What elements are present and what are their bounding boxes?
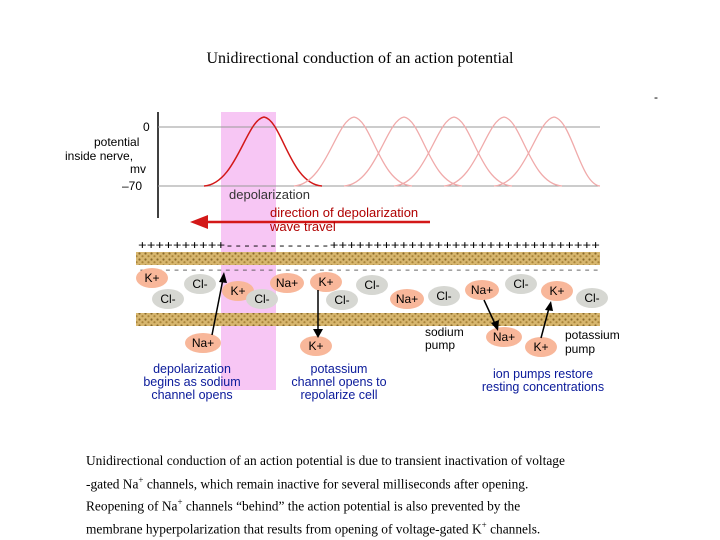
axis-zero-label: 0 xyxy=(143,120,150,134)
caption-line-4b: channels. xyxy=(486,521,541,537)
ion-na-outside-oval-1 xyxy=(185,333,221,353)
axis-label-line2: inside nerve, xyxy=(65,149,133,163)
ion-cl-label-6: Cl- xyxy=(436,289,451,303)
ion-cl-label-3: Cl- xyxy=(254,292,269,306)
caption-sup-1: + xyxy=(138,474,144,485)
ion-cl-label-1: Cl- xyxy=(192,277,207,291)
potassium-pump-arrow-shaft xyxy=(540,307,550,339)
ion-k-label-1: K+ xyxy=(144,271,159,285)
caption-line-2a: -gated Na xyxy=(86,475,139,491)
axis-label-line1: potential xyxy=(94,135,139,149)
potassium-pump-label-line1: potassium xyxy=(565,328,620,342)
ion-cl-oval-8 xyxy=(576,288,608,308)
note-depolarization-line1: depolarization xyxy=(153,362,231,376)
ion-k-outside-oval-2 xyxy=(525,337,557,357)
ion-cl-label-5: Cl- xyxy=(364,278,379,292)
caption-line-3b: channels “behind” the action potential i… xyxy=(182,498,521,514)
potassium-channel-arrowhead xyxy=(313,329,323,338)
ion-cl-label-7: Cl- xyxy=(513,277,528,291)
note-depolarization-line3: channel opens xyxy=(151,388,232,402)
ion-k-oval-2 xyxy=(222,281,254,301)
note-potassium-line3: repolarize cell xyxy=(300,388,377,402)
ion-cl-oval-3 xyxy=(246,289,278,309)
note-potassium-line1: potassium xyxy=(311,362,368,376)
action-potential-spike-ghost-1 xyxy=(293,116,413,187)
sodium-pump-label-line1: sodium xyxy=(425,325,464,339)
action-potential-spike-ghost-5 xyxy=(493,116,601,187)
ion-k-outside-label-2: K+ xyxy=(533,340,548,354)
ion-cl-oval-1 xyxy=(184,274,216,294)
caption-paragraph: Unidirectional conduction of an action p… xyxy=(86,452,686,539)
ion-k-label-4: K+ xyxy=(549,284,564,298)
ion-na-outside-label-2: Na+ xyxy=(493,330,515,344)
ion-na-label-1: Na+ xyxy=(276,276,298,290)
depolarization-zone xyxy=(221,112,276,390)
note-ion-pumps-line2: resting concentrations xyxy=(482,380,604,394)
membrane-top-bilayer xyxy=(136,252,600,265)
ion-na-oval-1 xyxy=(270,273,304,293)
note-depolarization-line2: begins as sodium xyxy=(143,375,240,389)
direction-arrowhead xyxy=(190,215,208,229)
ion-k-label-3: K+ xyxy=(318,275,333,289)
sodium-pump-arrow-shaft xyxy=(483,299,497,327)
caption-sup-2: + xyxy=(177,497,183,508)
ion-cl-oval-5 xyxy=(356,275,388,295)
action-potential-spike-ghost-2 xyxy=(343,116,463,187)
ion-k-label-2: K+ xyxy=(230,284,245,298)
ion-na-label-2: Na+ xyxy=(396,292,418,306)
caption-sup-3: + xyxy=(481,520,487,531)
membrane-top-charges: ++++++++++------------++++++++++++++++++… xyxy=(138,239,600,253)
sodium-pump-arrowhead xyxy=(491,320,499,331)
potassium-pump-arrowhead xyxy=(545,301,553,311)
ion-cl-label-4: Cl- xyxy=(334,293,349,307)
ion-na-oval-2 xyxy=(390,289,424,309)
membrane-top-inner-charges: ----------------------------------------… xyxy=(138,266,600,277)
ion-k-oval-3 xyxy=(310,272,342,292)
ion-k-outside-label-1: K+ xyxy=(308,339,323,353)
ion-na-label-3: Na+ xyxy=(471,283,493,297)
axis-label-line3: mv xyxy=(130,162,146,176)
ion-na-outside-oval-2 xyxy=(486,327,522,347)
ion-cl-label-8: Cl- xyxy=(584,291,599,305)
corner-mark: - xyxy=(654,90,658,104)
ion-k-oval-1 xyxy=(136,268,168,288)
ion-k-oval-4 xyxy=(541,281,573,301)
note-ion-pumps-line1: ion pumps restore xyxy=(493,367,593,381)
ion-na-outside-label-1: Na+ xyxy=(192,336,214,350)
ion-cl-oval-4 xyxy=(326,290,358,310)
action-potential-spike-ghost-4 xyxy=(443,116,563,187)
ion-cl-oval-2 xyxy=(152,289,184,309)
note-potassium-line2: channel opens to xyxy=(291,375,386,389)
caption-line-1: Unidirectional conduction of an action p… xyxy=(86,453,565,468)
direction-label-line1: direction of depolarization xyxy=(270,205,418,220)
ion-k-outside-oval-1 xyxy=(300,336,332,356)
caption-line-2b: channels, which remain inactive for seve… xyxy=(143,475,529,491)
ion-cl-oval-7 xyxy=(505,274,537,294)
sodium-pump-label-line2: pump xyxy=(425,338,455,352)
action-potential-spike-ghost-3 xyxy=(393,116,513,187)
slide-title: Unidirectional conduction of an action p… xyxy=(206,50,514,67)
potassium-pump-label-line2: pump xyxy=(565,342,595,356)
sodium-channel-arrowhead xyxy=(219,272,227,283)
caption-line-3a: Reopening of Na xyxy=(86,498,178,514)
ion-na-oval-3 xyxy=(465,280,499,300)
ion-cl-label-2: Cl- xyxy=(160,292,175,306)
depolarization-label: depolarization xyxy=(229,187,310,202)
action-potential-spike-active xyxy=(203,116,323,187)
membrane-bottom-bilayer xyxy=(136,313,600,326)
axis-neg-label: –70 xyxy=(122,179,142,193)
caption-line-4a: membrane hyperpolarization that results … xyxy=(86,521,482,537)
sodium-channel-arrow-shaft xyxy=(211,278,224,336)
ion-cl-oval-6 xyxy=(428,286,460,306)
direction-label-line2: wave travel xyxy=(269,219,336,234)
